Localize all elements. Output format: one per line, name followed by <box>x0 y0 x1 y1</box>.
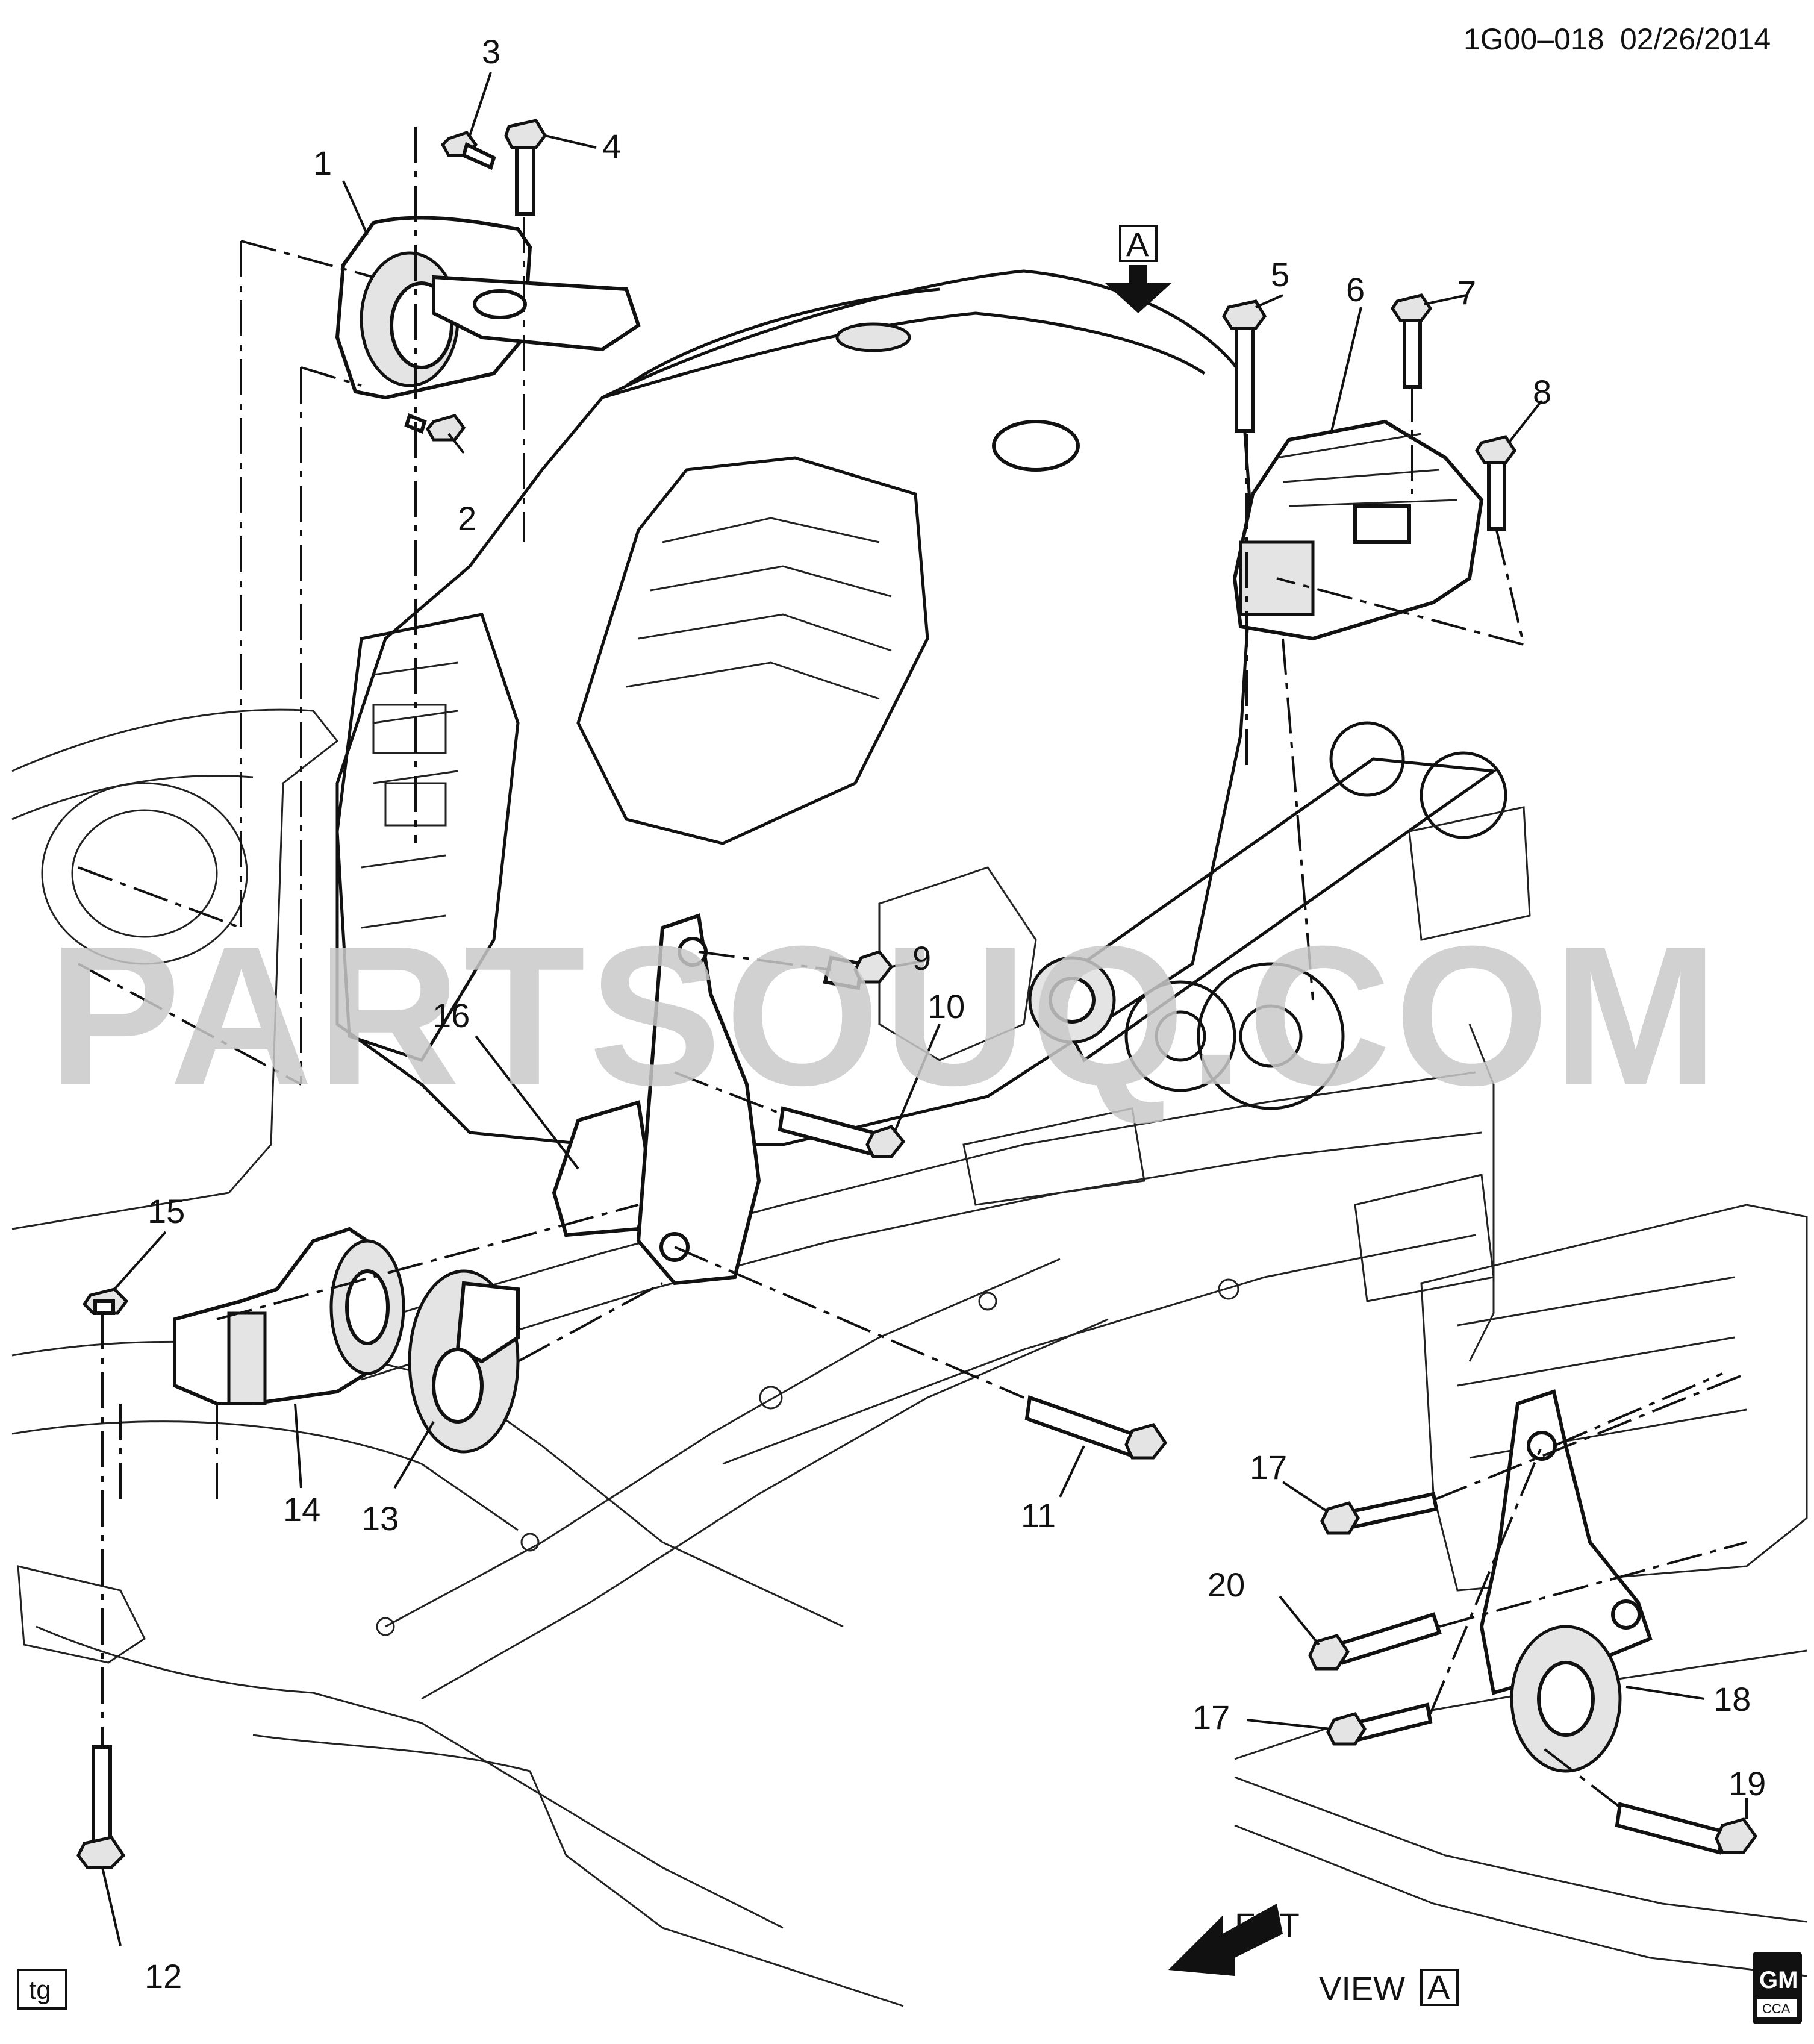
callout-9: 9 <box>912 939 931 977</box>
front-arrow-label: FRT <box>1235 1906 1300 1944</box>
view-a-marker-letter: A <box>1126 225 1149 263</box>
watermark: PARTSOUQ.COM <box>48 904 1722 1127</box>
diagram-date: 02/26/2014 <box>1620 22 1771 56</box>
callout-17-upper: 17 <box>1250 1448 1287 1486</box>
leader-lines <box>101 72 1748 1946</box>
callout-6: 6 <box>1346 270 1365 308</box>
callout-7: 7 <box>1457 273 1476 311</box>
part-16-bracket <box>552 913 761 1286</box>
bolt-4 <box>504 119 547 216</box>
view-a-marker: A <box>1105 225 1171 313</box>
bolt-5 <box>1222 299 1267 433</box>
callout-20: 20 <box>1208 1566 1245 1604</box>
callout-12: 12 <box>145 1957 182 1995</box>
bolt-11 <box>1024 1395 1168 1460</box>
down-arrow-icon <box>1105 265 1171 313</box>
callout-5: 5 <box>1271 255 1289 293</box>
gm-logo-brand: GM <box>1759 1967 1798 1993</box>
callout-17-lower: 17 <box>1192 1698 1230 1736</box>
diagram-id: 1G00–018 <box>1463 22 1604 56</box>
bolt-17b <box>1326 1702 1433 1746</box>
corner-tag: tg <box>17 1969 67 2010</box>
assembly-lines <box>78 127 1747 1808</box>
view-a-inset <box>1420 1204 1808 1773</box>
gm-logo: GM CCA <box>1753 1952 1802 2024</box>
corner-tag-text: tg <box>29 1975 51 2005</box>
part-1-mount <box>335 216 641 400</box>
bolt-10 <box>778 1106 906 1158</box>
nut-15 <box>82 1287 129 1315</box>
callout-16: 16 <box>432 996 470 1034</box>
callout-3: 3 <box>482 33 500 70</box>
bolt-19 <box>1615 1802 1758 1855</box>
callout-1: 1 <box>313 144 332 182</box>
bolt-17a <box>1320 1492 1439 1535</box>
callout-18: 18 <box>1713 1680 1751 1718</box>
callout-19: 19 <box>1728 1764 1766 1802</box>
gm-logo-sub: CCA <box>1762 2001 1791 2016</box>
bolt-12 <box>76 1745 126 1869</box>
callout-2: 2 <box>458 499 476 537</box>
callout-15: 15 <box>148 1192 185 1230</box>
callout-4: 4 <box>602 127 621 165</box>
bolt-9 <box>823 950 894 990</box>
bolt-7 <box>1391 293 1433 389</box>
bolt-20 <box>1308 1612 1442 1671</box>
front-arrow: FRT <box>1168 1904 1300 1976</box>
part-6-mount <box>1232 419 1484 641</box>
callout-labels: 1 2 3 4 5 6 7 8 9 10 11 12 13 14 15 16 1… <box>145 33 1766 1995</box>
callout-8: 8 <box>1533 373 1551 411</box>
bolt-8 <box>1475 435 1517 531</box>
part-13-insulator <box>408 1269 520 1454</box>
view-a-label: VIEW A <box>1319 1968 1459 2007</box>
bolt-3 <box>440 131 496 170</box>
callout-10: 10 <box>927 987 965 1025</box>
view-label-text: VIEW <box>1319 1969 1405 2007</box>
callout-13: 13 <box>361 1499 399 1537</box>
front-arrow-icon <box>1168 1904 1283 1976</box>
part-14-bracket <box>173 1227 405 1405</box>
callout-14: 14 <box>283 1490 320 1528</box>
callout-11: 11 <box>1021 1496 1056 1534</box>
view-label-letter: A <box>1427 1968 1450 2006</box>
